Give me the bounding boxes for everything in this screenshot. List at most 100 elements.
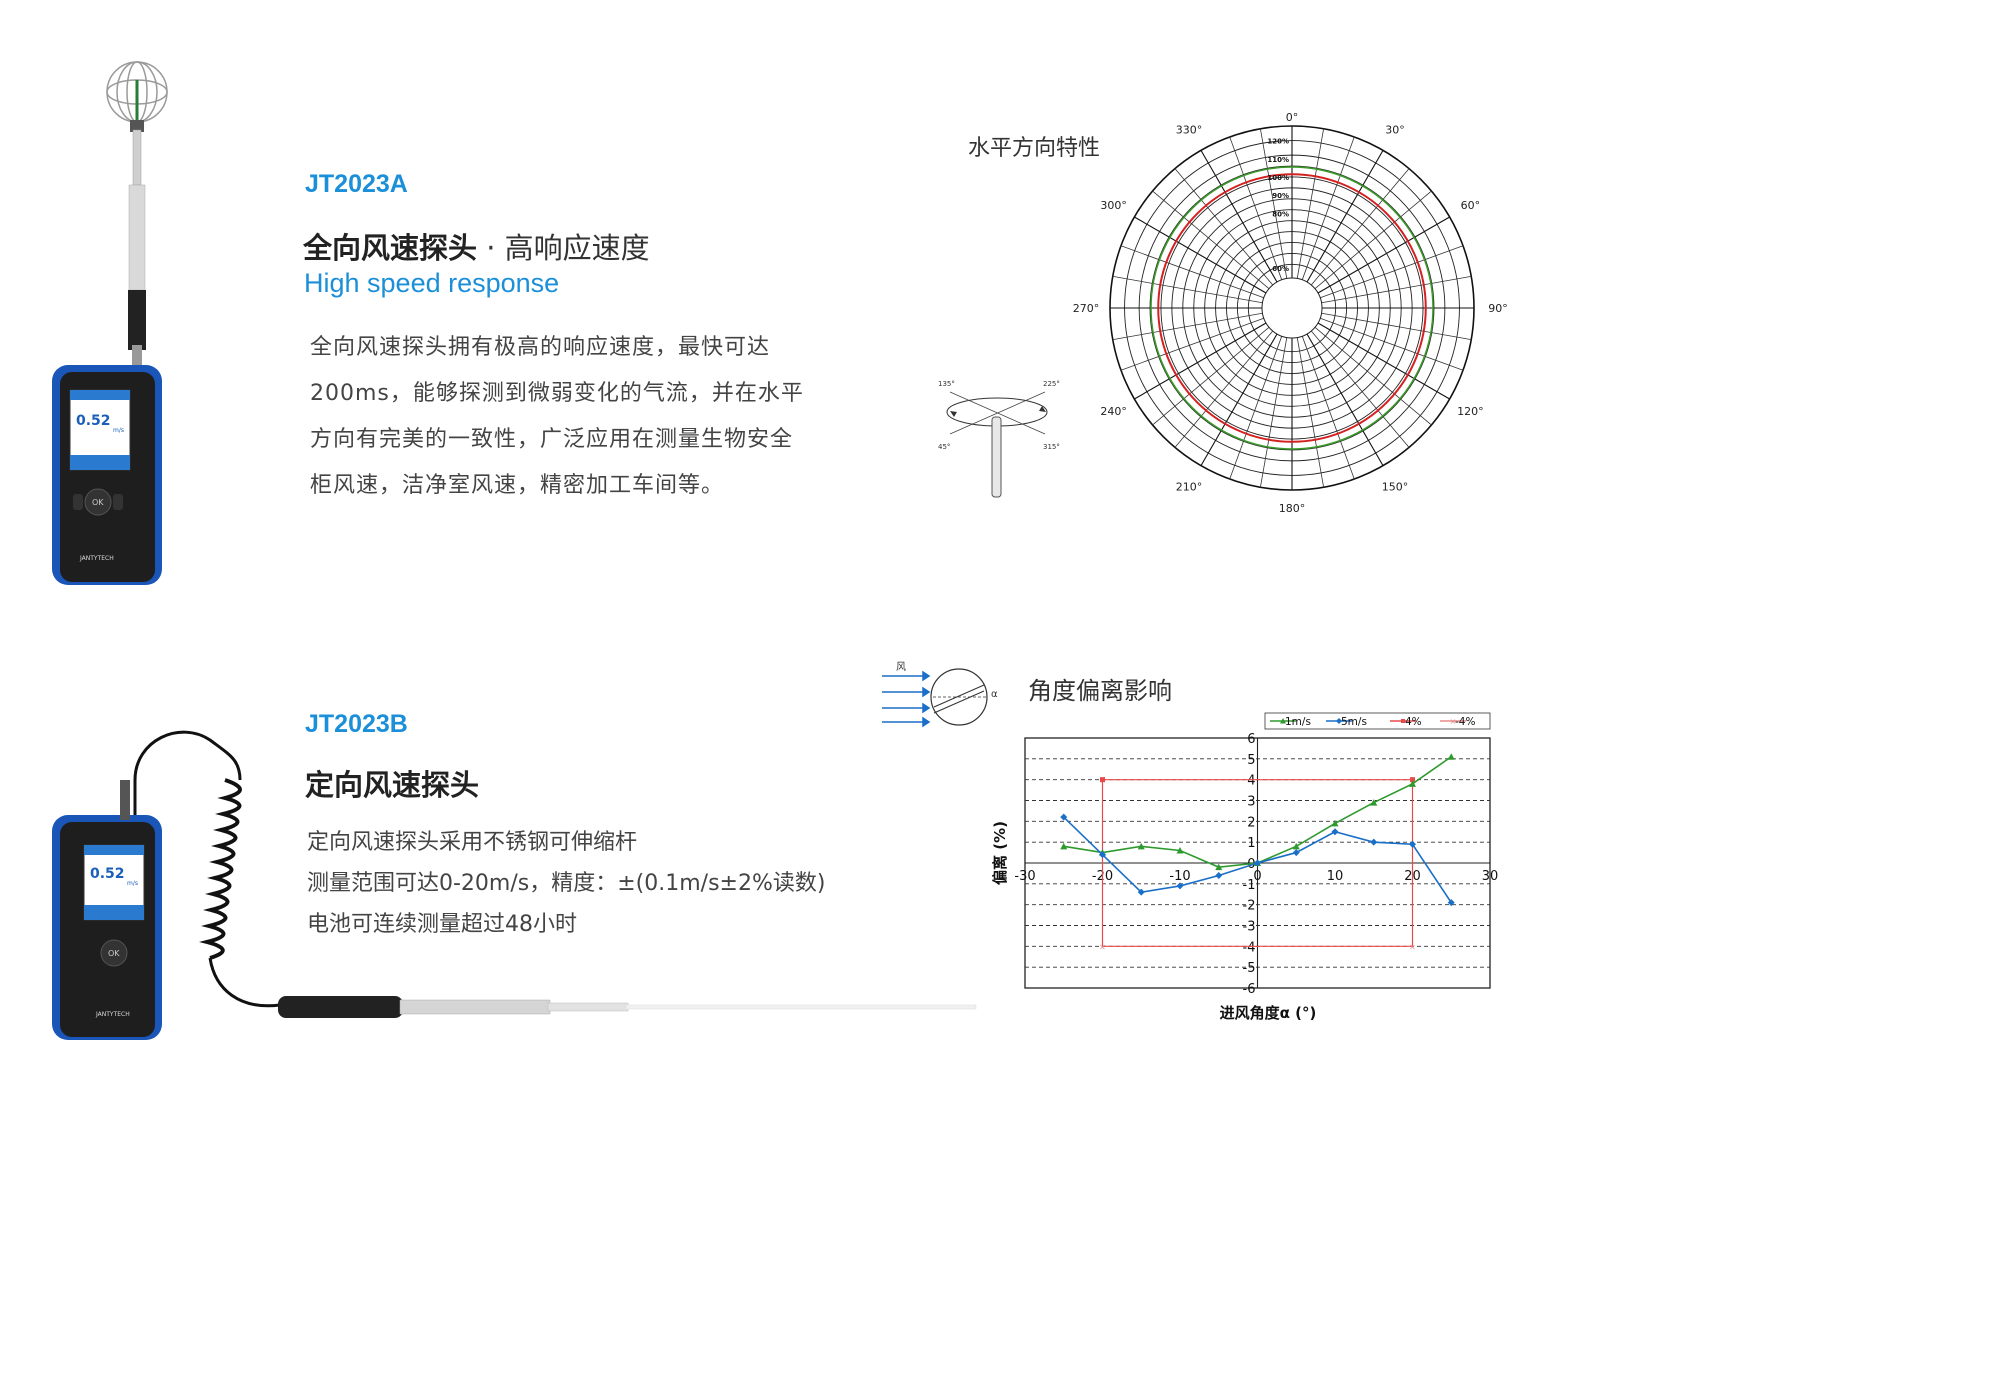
device-a-reading: 0.52 — [76, 413, 111, 429]
polar-spoke — [1229, 336, 1283, 480]
polar-spoke — [1317, 216, 1450, 294]
polar-series-red — [1157, 173, 1427, 443]
description-line: 电池可连续测量超过48小时 — [307, 912, 577, 937]
y-tick-label: -2 — [1243, 899, 1256, 914]
polar-spoke — [1321, 312, 1472, 340]
model-b-label: JT2023B — [305, 710, 408, 738]
polar-spoke — [1306, 150, 1384, 283]
polar-spoke — [1134, 322, 1267, 400]
axis-line — [949, 391, 1046, 435]
description-line: 测量范围可达0-20m/s，精度：±(0.1m/s±2%读数) — [307, 871, 826, 896]
legend-label: 4% — [1405, 716, 1422, 728]
polar-radial-label: 100% — [1267, 174, 1289, 182]
coiled-cable-icon — [199, 778, 242, 960]
device-a-brand: JANTYTECH — [79, 555, 114, 562]
polar-center-hole — [1261, 277, 1323, 339]
device-b-illustration: 0.52 m/s OK JANTYTECH — [52, 730, 977, 1040]
polar-angle-label: 30° — [1385, 124, 1405, 137]
series-point-1ms — [1370, 799, 1378, 806]
legend-marker: × — [1450, 717, 1457, 726]
description-line: 柜风速，洁净室风速，精密加工车间等。 — [310, 473, 725, 498]
series-point-5ms — [1447, 899, 1455, 907]
legend-label: 1m/s — [1285, 716, 1311, 728]
series-point-5ms — [1254, 859, 1261, 867]
series-point-1ms — [1137, 842, 1145, 850]
polar-angle-label: 90° — [1488, 302, 1508, 315]
polar-spoke — [1301, 136, 1355, 280]
y-tick-label: -5 — [1243, 961, 1256, 976]
series-point-5ms — [1292, 849, 1300, 857]
probe-angle-label: 225° — [1043, 380, 1060, 388]
device-a-ok-button[interactable]: OK — [92, 498, 104, 507]
device-b-brand: JANTYTECH — [95, 1011, 130, 1018]
x-tick-label: 0 — [1253, 869, 1261, 884]
x-tick-label: -10 — [1169, 869, 1190, 884]
polar-spoke — [1174, 330, 1274, 448]
polar-spoke — [1134, 216, 1267, 294]
series-point-pos4 — [1100, 777, 1105, 783]
description-line: 定向风速探头采用不锈钢可伸缩杆 — [307, 830, 638, 855]
polar-spoke — [1296, 128, 1324, 279]
device-b-ok-button[interactable]: OK — [108, 949, 120, 958]
polar-angle-label: 120° — [1457, 405, 1484, 418]
section-a-subtitle-en: High speed response — [304, 268, 560, 298]
polar-radial-label: 60% — [1272, 265, 1289, 273]
polar-spoke — [1200, 150, 1278, 283]
polar-angle-label: 270° — [1073, 302, 1100, 315]
y-tick-label: 6 — [1247, 732, 1255, 747]
y-tick-label: -1 — [1243, 878, 1256, 893]
series-point-5ms — [1176, 882, 1184, 890]
legend-label: 5m/s — [1341, 716, 1367, 728]
series-point-5ms — [1370, 838, 1378, 846]
model-a-label: JT2023A — [305, 170, 408, 198]
series-point-1ms — [1447, 753, 1455, 760]
section-b-title: 定向风速探头 — [305, 762, 479, 804]
y-tick-label: 4 — [1247, 774, 1255, 789]
polar-chart: 0°30°60°90°120°150°180°210°240°270°300°3… — [1073, 111, 1508, 515]
series-point-5ms — [1409, 840, 1416, 848]
polar-radial-label: 80% — [1272, 210, 1289, 218]
polar-spoke — [1296, 337, 1324, 488]
alpha-label: α — [991, 689, 998, 700]
polar-radial-label: 120% — [1267, 138, 1289, 146]
polar-angle-label: 240° — [1100, 405, 1127, 418]
probe-icon — [991, 416, 1002, 498]
x-tick-label: -30 — [1014, 869, 1035, 884]
polar-spoke — [1306, 333, 1384, 466]
probe-angle-label: 135° — [938, 380, 955, 388]
polar-spoke — [1120, 317, 1264, 371]
section-b-description: 定向风速探头采用不锈钢可伸缩杆 测量范围可达0-20m/s，精度：±(0.1m/… — [307, 822, 907, 945]
polar-angle-label: 300° — [1100, 199, 1127, 212]
polar-angle-label: 180° — [1279, 502, 1306, 515]
series-point-1ms — [1215, 863, 1223, 871]
description-line: 方向有完美的一致性，广泛应用在测量生物安全 — [310, 427, 794, 452]
legend-marker — [1401, 719, 1405, 723]
polar-spoke — [1310, 168, 1410, 286]
polar-radial-label: 110% — [1267, 156, 1289, 164]
probe-angle-label: 45° — [938, 443, 950, 451]
polar-chart-heading: 水平方向特性 — [968, 136, 1101, 161]
series-point-5ms — [1099, 851, 1106, 859]
polar-angle-label: 0° — [1286, 111, 1299, 124]
series-point-pos4 — [1410, 777, 1415, 783]
series-point-1ms — [1292, 842, 1300, 850]
series-point-1ms — [1176, 847, 1184, 854]
wind-arrows-icon — [882, 670, 931, 728]
description-line: 全向风速探头拥有极高的响应速度，最快可达 — [310, 335, 771, 360]
series-point-1ms — [1060, 842, 1068, 850]
polar-angle-label: 150° — [1382, 480, 1409, 493]
y-tick-label: -3 — [1243, 920, 1256, 935]
polar-angle-label: 210° — [1176, 480, 1203, 493]
polar-spoke — [1229, 136, 1283, 280]
deviation-chart-heading: 角度偏离影响 — [1028, 677, 1172, 705]
polar-spoke — [1200, 333, 1278, 466]
section-a-title: 全向风速探头 · 高响应速度 — [303, 225, 650, 267]
polar-spoke — [1260, 337, 1288, 488]
x-tick-label: 10 — [1327, 869, 1344, 884]
polar-spoke — [1174, 168, 1274, 286]
series-point-1ms — [1409, 780, 1416, 787]
wind-angle-diagram: 风 α — [882, 661, 998, 728]
description-line: 200ms，能够探测到微弱变化的气流，并在水平 — [310, 381, 804, 406]
